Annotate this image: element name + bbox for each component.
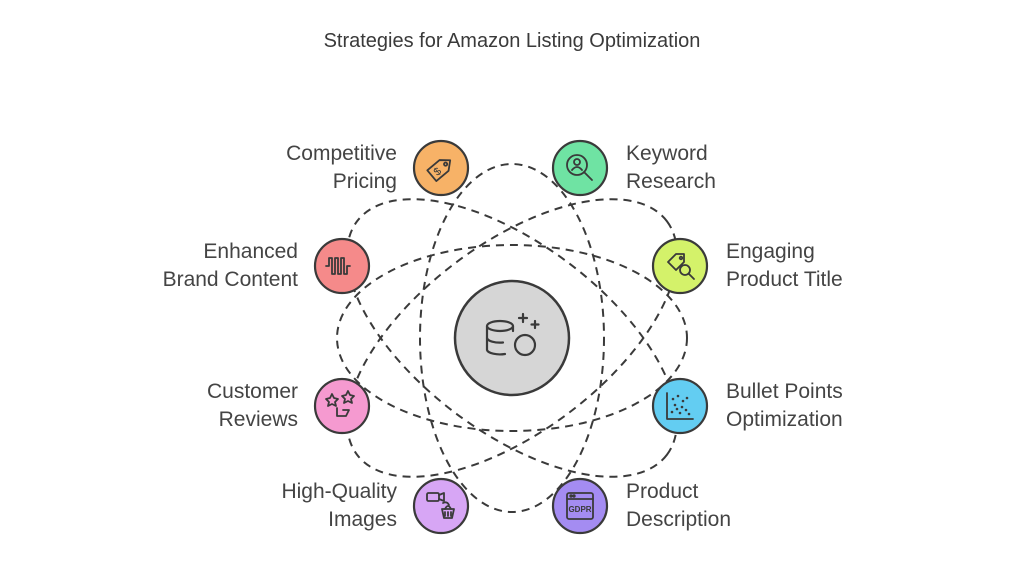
- camera-basket-icon: [426, 492, 455, 519]
- node-customer-reviews: [313, 377, 371, 435]
- label-line: Competitive: [286, 142, 397, 165]
- label-line: Images: [328, 508, 397, 531]
- orbit-vertical: [419, 163, 605, 513]
- label-line: Brand Content: [162, 268, 298, 291]
- orbit-diagonal-b: [346, 198, 678, 478]
- label-line: Keyword: [626, 142, 708, 165]
- scatter-chart-icon: [666, 392, 694, 420]
- node-circle: [313, 237, 371, 295]
- label-line: Product Title: [726, 268, 843, 291]
- node-competitive-pricing: $: [412, 139, 470, 197]
- label-line: Bullet Points: [726, 380, 843, 403]
- strategy-nodes: $ GDPR: [313, 139, 709, 535]
- orbit-horizontal: [336, 244, 688, 432]
- label-line: Pricing: [332, 170, 397, 193]
- node-circle: [412, 139, 470, 197]
- orbit-diagonal-a: [346, 198, 678, 478]
- node-circle: [412, 477, 470, 535]
- node-high-quality-images: [412, 477, 470, 535]
- waveform-icon: [325, 257, 351, 275]
- node-circle: [551, 477, 609, 535]
- gdpr-document-icon: GDPR: [566, 492, 594, 520]
- diagram-title: Strategies for Amazon Listing Optimizati…: [323, 30, 701, 52]
- label-line: Enhanced: [203, 240, 298, 263]
- label-line: High-Quality: [281, 480, 397, 503]
- node-product-description: GDPR: [551, 477, 609, 535]
- center-hub: [453, 279, 571, 397]
- center-circle: [453, 279, 571, 397]
- node-circle: [651, 377, 709, 435]
- svg-text:GDPR: GDPR: [568, 505, 591, 514]
- label-line: Customer: [206, 380, 298, 403]
- label-line: Research: [626, 170, 716, 193]
- tag-search-icon: [667, 253, 695, 280]
- database-sparkle-icon: [485, 312, 540, 357]
- orbit-paths: [336, 163, 688, 513]
- node-enhanced-brand-content: [313, 237, 371, 295]
- label-line: Product: [626, 480, 699, 503]
- node-engaging-product-title: [651, 237, 709, 295]
- keyword-search-icon: [566, 154, 593, 181]
- label-line: Description: [626, 508, 732, 531]
- label-line: Engaging: [726, 240, 815, 263]
- stars-hand-icon: [325, 390, 355, 417]
- label-line: Optimization: [726, 408, 843, 431]
- node-circle: [313, 377, 371, 435]
- node-keyword-research: [551, 139, 609, 197]
- label-line: Reviews: [218, 408, 298, 431]
- node-bullet-points-optimization: [651, 377, 709, 435]
